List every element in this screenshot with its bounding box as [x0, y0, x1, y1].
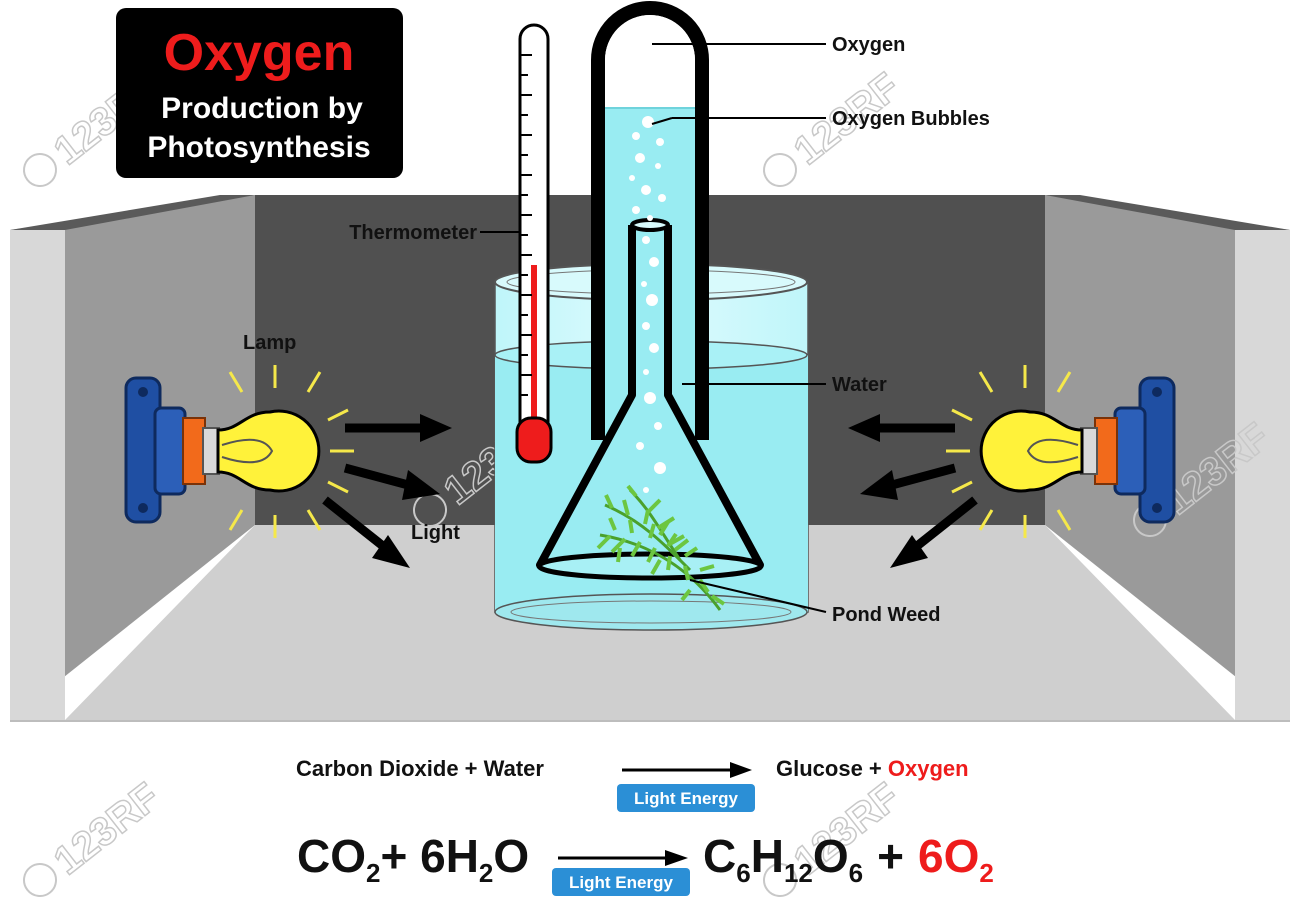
watermark-logo: 123RF [23, 774, 168, 897]
word-equation: Carbon Dioxide + Water Light Energy Gluc… [296, 756, 969, 812]
title-background [116, 8, 403, 178]
word-equation-arrow [730, 762, 752, 778]
title-box: Oxygen Production by Photosynthesis [116, 8, 403, 178]
right-bulb [979, 409, 1084, 493]
chemical-equation: CO2+ 6H2O Light Energy C6H12O6+6O2 [297, 830, 994, 896]
thermometer-bulb [515, 416, 553, 464]
chem-condition-text: Light Energy [569, 873, 673, 892]
watermark-text: 123RF [46, 775, 168, 884]
label-thermometer: Thermometer [349, 222, 477, 244]
left-light-rays [228, 365, 354, 538]
right-light-rays [946, 365, 1072, 538]
collected-oxygen [605, 15, 695, 108]
arrow-left-1 [345, 414, 452, 442]
label-oxygen-bubbles: Oxygen Bubbles [832, 108, 990, 130]
word-condition-badge [617, 784, 755, 812]
title-line2: Photosynthesis [147, 131, 370, 164]
label-pond-weed: Pond Weed [832, 604, 941, 626]
watermark-logo: 123RF [763, 64, 908, 187]
chem-equation-arrow [665, 850, 688, 866]
word-products: Glucose + Oxygen [776, 756, 969, 781]
right-lamp [946, 365, 1176, 538]
word-reactants: Carbon Dioxide + Water [296, 756, 544, 781]
thermometer-scale [520, 54, 532, 396]
left-bulb [216, 409, 321, 493]
arrow-right-3 [890, 496, 978, 568]
label-oxygen: Oxygen [832, 34, 905, 56]
title-main: Oxygen [164, 24, 355, 82]
arrow-right-2 [860, 463, 957, 500]
inverted-test-tube [591, 1, 709, 448]
left-lamp [124, 365, 354, 538]
chem-products: C6H12O6+6O2 [703, 830, 994, 888]
word-condition-text: Light Energy [634, 789, 738, 808]
label-water: Water [832, 374, 887, 396]
right-wall-edge [1235, 230, 1290, 720]
arrow-left-2 [343, 463, 440, 500]
arrow-right-1 [848, 414, 955, 442]
chem-condition-badge [552, 868, 690, 896]
left-wall-edge [10, 230, 65, 720]
oxygen-bubbles [629, 116, 666, 493]
light-arrows [322, 414, 978, 568]
title-line1: Production by [161, 92, 363, 125]
leader-lines [480, 43, 827, 613]
thermometer [515, 23, 553, 464]
label-lamp: Lamp [243, 332, 296, 354]
chem-reactants: CO2+ 6H2O [297, 830, 529, 888]
label-light: Light [411, 522, 460, 544]
arrow-left-3 [322, 496, 410, 568]
beaker-base [494, 593, 808, 631]
